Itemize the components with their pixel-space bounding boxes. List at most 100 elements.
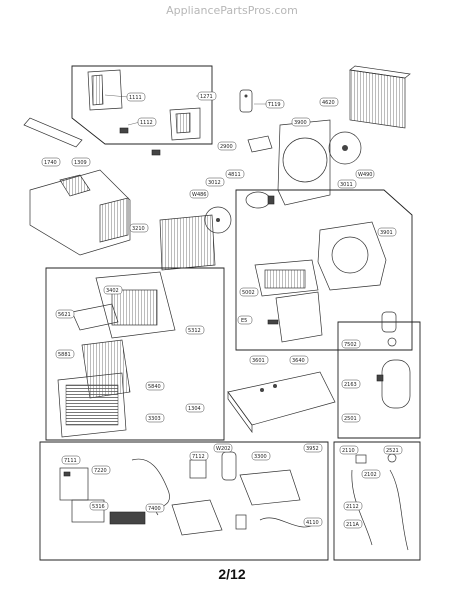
svg-text:1271: 1271	[200, 94, 213, 100]
label-2900: 2900	[217, 141, 237, 151]
label-5316: 5316	[89, 501, 109, 511]
label-2501: 2501	[341, 413, 361, 423]
svg-text:4620: 4620	[322, 100, 335, 106]
svg-text:2521: 2521	[386, 448, 399, 454]
label-3901: 3901	[377, 227, 397, 237]
svg-text:1304: 1304	[188, 406, 201, 412]
label-7220: 7220	[91, 465, 111, 475]
label-t119: T119	[254, 99, 285, 109]
label-4811: 4811	[225, 169, 245, 179]
label-3303: 3303	[145, 413, 165, 423]
label-7112: 7112	[189, 451, 209, 461]
svg-text:211A: 211A	[346, 522, 360, 528]
label-5002: 5002	[239, 287, 259, 297]
svg-text:3601: 3601	[252, 358, 265, 364]
svg-text:2900: 2900	[220, 144, 233, 150]
label-2163: 2163	[341, 379, 361, 389]
svg-text:2102: 2102	[364, 472, 377, 478]
group-electrical	[39, 441, 329, 561]
svg-text:5881: 5881	[58, 352, 71, 358]
svg-text:5840: 5840	[148, 384, 161, 390]
svg-text:1309: 1309	[74, 160, 87, 166]
group-front-grille	[45, 267, 225, 441]
svg-text:W202: W202	[216, 446, 231, 452]
label-3952: 3952	[303, 443, 323, 453]
svg-text:1112: 1112	[140, 120, 153, 126]
svg-text:3300: 3300	[254, 454, 267, 460]
svg-text:4110: 4110	[306, 520, 319, 526]
label-3012: 3012	[205, 177, 225, 187]
svg-text:3303: 3303	[148, 416, 161, 422]
svg-text:3012: 3012	[208, 180, 221, 186]
label-1112: 1112	[127, 117, 157, 127]
svg-text:2163: 2163	[344, 382, 357, 388]
label-2521: 2521	[383, 445, 403, 455]
group-base-pan	[227, 371, 336, 434]
svg-text:7502: 7502	[344, 342, 357, 348]
svg-text:3901: 3901	[380, 230, 393, 236]
group-front-frame	[71, 65, 213, 156]
svg-text:5002: 5002	[242, 290, 255, 296]
svg-text:3952: 3952	[306, 446, 319, 452]
svg-text:5621: 5621	[58, 312, 71, 318]
label-4620: 4620	[319, 97, 339, 107]
svg-text:2110: 2110	[342, 448, 355, 454]
svg-text:7112: 7112	[192, 454, 205, 460]
label-1309: 1309	[71, 157, 91, 167]
label-3601: 3601	[249, 355, 269, 365]
group-sensor-parts	[333, 441, 421, 561]
label-w486: W486	[189, 189, 209, 199]
label-5881: 5881	[55, 349, 75, 359]
site-watermark: AppliancePartsPros.com	[166, 4, 298, 17]
label-1111: 1111	[104, 92, 146, 102]
label-5312: 5312	[185, 325, 205, 335]
svg-text:W490: W490	[358, 172, 373, 178]
svg-text:E5: E5	[241, 318, 247, 324]
group-compressor	[337, 311, 421, 439]
svg-text:2501: 2501	[344, 416, 357, 422]
label-5840: 5840	[145, 381, 165, 391]
svg-text:7111: 7111	[64, 458, 77, 464]
label-w490: W490	[355, 169, 375, 179]
label-7400: 7400	[145, 503, 165, 513]
label-2110: 2110	[339, 445, 359, 455]
label-3640: 3640	[289, 355, 309, 365]
label-3900: 3900	[291, 117, 311, 127]
label-3402: 3402	[103, 285, 123, 295]
label-3210: 3210	[129, 223, 149, 233]
svg-text:3210: 3210	[132, 226, 145, 232]
svg-text:W486: W486	[192, 192, 207, 198]
label-e5: E5	[237, 315, 253, 325]
label-5621: 5621	[55, 309, 75, 319]
svg-text:7220: 7220	[94, 468, 107, 474]
group-control-evaporator	[239, 65, 411, 209]
svg-text:2112: 2112	[346, 504, 359, 510]
svg-text:3402: 3402	[106, 288, 119, 294]
label-2102: 2102	[361, 469, 381, 479]
label-1304: 1304	[185, 403, 205, 413]
group-cabinet-condenser	[23, 117, 232, 271]
page-number: 2/12	[218, 566, 246, 582]
svg-text:4811: 4811	[228, 172, 241, 178]
label-211a: 211A	[343, 519, 363, 529]
label-2112: 2112	[343, 501, 363, 511]
svg-text:3640: 3640	[292, 358, 305, 364]
label-3300: 3300	[251, 451, 271, 461]
svg-text:3011: 3011	[340, 182, 353, 188]
svg-text:5312: 5312	[188, 328, 201, 334]
label-1740: 1740	[41, 157, 61, 167]
svg-text:3900: 3900	[294, 120, 307, 126]
svg-text:1111: 1111	[129, 95, 142, 101]
svg-text:5316: 5316	[92, 504, 105, 510]
label-3011: 3011	[337, 179, 357, 189]
svg-text:T119: T119	[267, 102, 281, 108]
group-base-evap-box	[235, 189, 413, 351]
label-w202: W202	[213, 443, 233, 453]
label-4110: 4110	[303, 517, 323, 527]
svg-text:1740: 1740	[44, 160, 57, 166]
label-7111: 7111	[61, 455, 81, 465]
label-7502: 7502	[341, 339, 361, 349]
label-1271: 1271	[196, 91, 217, 101]
svg-text:7400: 7400	[148, 506, 161, 512]
